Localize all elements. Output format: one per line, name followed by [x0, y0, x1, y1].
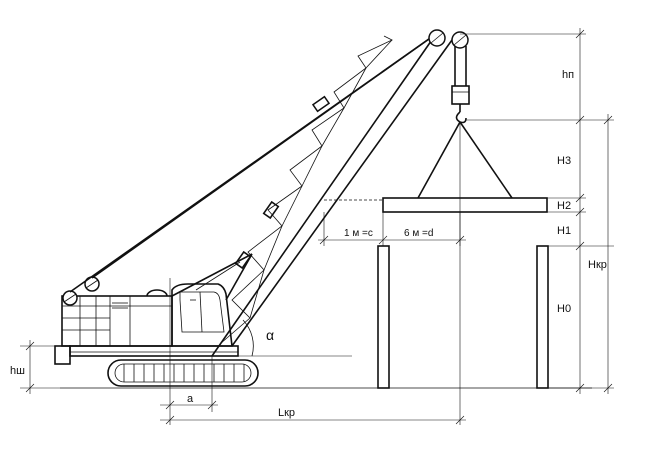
machine-house — [61, 289, 173, 347]
label-c-span: 1 м =с — [344, 228, 373, 239]
label-hsh: hш — [10, 365, 25, 377]
column-right — [536, 245, 549, 389]
hook-block — [451, 46, 470, 124]
boom-head-pulleys — [428, 29, 469, 49]
label-d-span: 6 м =d — [404, 228, 433, 239]
luffing-rope — [69, 33, 437, 293]
crawler-track — [107, 359, 259, 387]
label-h1: H1 — [557, 225, 571, 237]
crane-base — [54, 345, 239, 365]
rear-pulleys — [62, 276, 100, 306]
label-hkr: Нкр — [588, 259, 607, 271]
label-h3: H3 — [557, 155, 571, 167]
label-h0: H0 — [557, 303, 571, 315]
reference-lines — [20, 33, 614, 425]
a-frame — [171, 253, 253, 301]
column-left — [377, 245, 390, 389]
label-hp: hп — [562, 69, 574, 81]
label-a: a — [187, 393, 194, 405]
sling — [417, 121, 513, 199]
label-alpha: α — [266, 327, 274, 343]
label-lkr: Lкр — [278, 407, 295, 419]
alpha-arc — [242, 319, 254, 357]
load-beam — [382, 197, 548, 213]
operator-cab — [171, 283, 233, 347]
label-h2: H2 — [557, 200, 571, 212]
dimension-lines — [25, 28, 613, 425]
lattice-boom — [211, 33, 453, 357]
